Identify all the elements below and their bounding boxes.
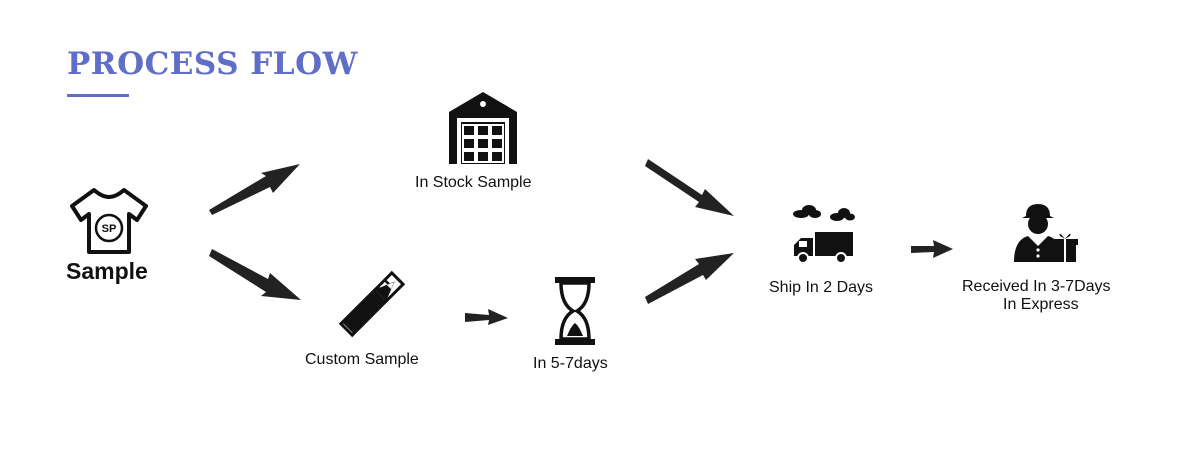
- pencil-ruler-icon: [338, 270, 406, 338]
- sample-label: Sample: [66, 258, 148, 284]
- arrow-sample-to-custom: [209, 249, 301, 300]
- received-label-line2: In Express: [1003, 296, 1079, 313]
- page-title: PROCESS FLOW: [67, 46, 358, 82]
- arrow-custom-to-hourglass: [465, 309, 508, 325]
- arrow-ship-to-received: [911, 240, 953, 258]
- received-label-line1: Received In 3-7Days: [962, 278, 1111, 295]
- ship-label: Ship In 2 Days: [769, 279, 874, 296]
- duration-label: In 5-7days: [533, 355, 608, 372]
- title-underline: [67, 94, 129, 97]
- courier-gift-icon: [1014, 204, 1078, 262]
- arrow-sample-to-stock: [209, 164, 300, 215]
- arrow-stock-to-ship: [645, 159, 734, 216]
- arrow-hourglass-to-ship: [645, 253, 734, 304]
- custom-sample-label: Custom Sample: [305, 351, 419, 368]
- in-stock-label: In Stock Sample: [415, 174, 532, 191]
- delivery-truck-icon: [793, 205, 855, 264]
- hourglass-icon: [555, 277, 595, 345]
- sample-badge-text: SP: [102, 223, 117, 235]
- warehouse-icon: [449, 92, 517, 164]
- tshirt-icon: SP: [70, 188, 148, 254]
